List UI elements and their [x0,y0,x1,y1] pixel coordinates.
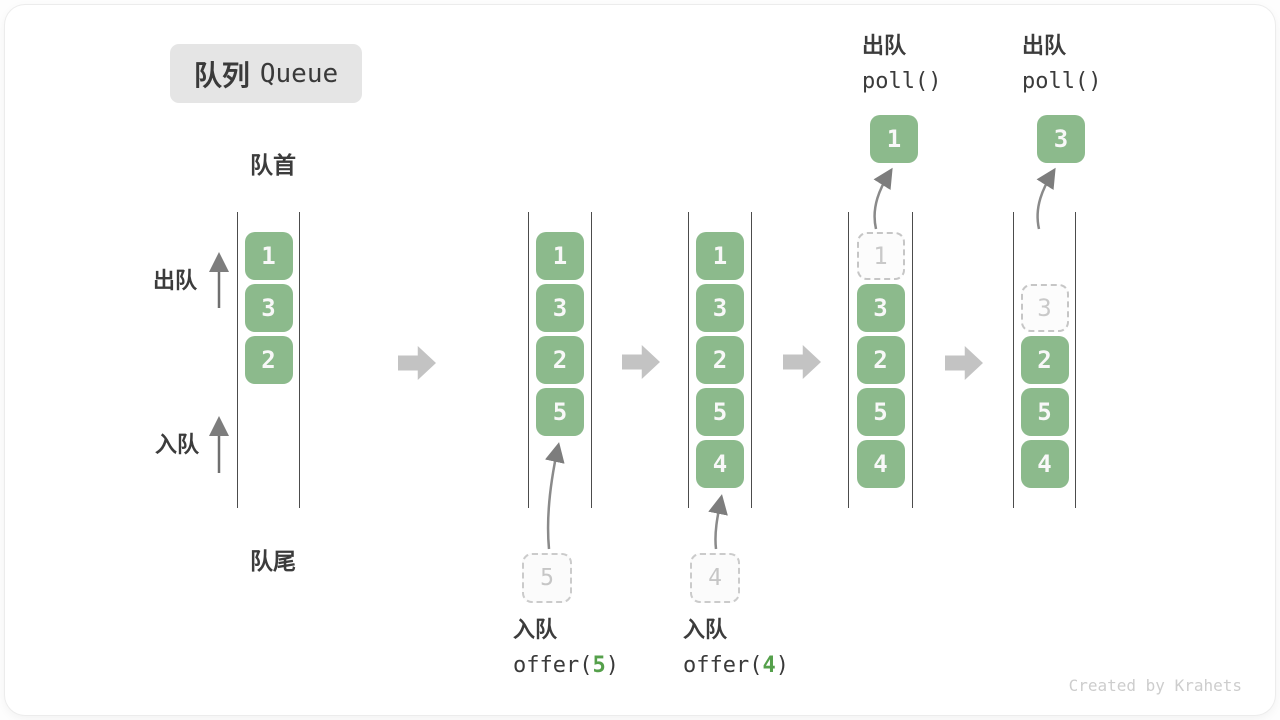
polled-value-box: 3 [1037,115,1085,163]
enqueue-op-label: 入队 offer(5) [513,615,619,681]
queue-slot-dashed: 1 [856,232,905,280]
pending-enqueue-box: 5 [522,553,572,603]
dequeue-code-text: poll() [1022,69,1102,94]
queue-slot-solid: 5 [536,388,584,436]
queue-rear-label: 队尾 [250,548,296,574]
queue-slot-solid: 1 [536,232,584,280]
enqueue-code-text: offer(4) [683,653,789,678]
queue-slot-solid: 5 [1020,388,1069,436]
queue-slot-solid: 3 [536,284,584,332]
queue-slot-solid: 2 [536,336,584,384]
queue-slot-solid: 2 [696,336,744,384]
queue-slot-solid: 4 [696,440,744,488]
queue-slot-solid: 2 [244,336,293,384]
queue-slot-solid: 4 [1020,440,1069,488]
next-state-arrow-icon [622,345,660,379]
dequeue-action-text: 出队 [862,33,907,58]
queue-slot-solid: 4 [856,440,905,488]
queue-slot-solid: 5 [696,388,744,436]
queue-slot-solid: 3 [856,284,905,332]
enqueue-action-text: 入队 [683,617,728,642]
queue-slot-solid: 1 [244,232,293,280]
next-state-arrow-icon [945,346,983,380]
queue-slot-solid: 1 [696,232,744,280]
next-state-arrow-icon [783,345,821,379]
credit-text: Created by Krahets [1068,676,1242,695]
dequeue-direction-label: 出队 [153,268,198,293]
queue-slot-solid: 2 [856,336,905,384]
enqueue-action-text: 入队 [513,617,558,642]
queue-front-label: 队首 [250,152,296,178]
queue-slot-solid: 2 [1020,336,1069,384]
enqueue-direction-label: 入队 [155,432,200,457]
queue-slot-solid: 5 [856,388,905,436]
title-badge: 队列 Queue [170,44,362,103]
title-zh: 队列 [193,59,250,91]
next-state-arrow-icon [398,346,436,380]
dequeue-op-label: 出队 poll() [1022,31,1101,97]
enqueue-code-text: offer(5) [513,653,619,678]
dequeue-op-label: 出队 poll() [862,31,941,97]
title-en: Queue [259,58,339,89]
pending-enqueue-box: 4 [690,553,740,603]
queue-slot-dashed: 3 [1020,284,1069,332]
enqueue-op-label: 入队 offer(4) [683,615,789,681]
dequeue-action-text: 出队 [1022,33,1067,58]
queue-slot-solid: 3 [696,284,744,332]
polled-value-box: 1 [870,115,918,163]
queue-slot-solid: 3 [244,284,293,332]
dequeue-code-text: poll() [862,69,942,94]
